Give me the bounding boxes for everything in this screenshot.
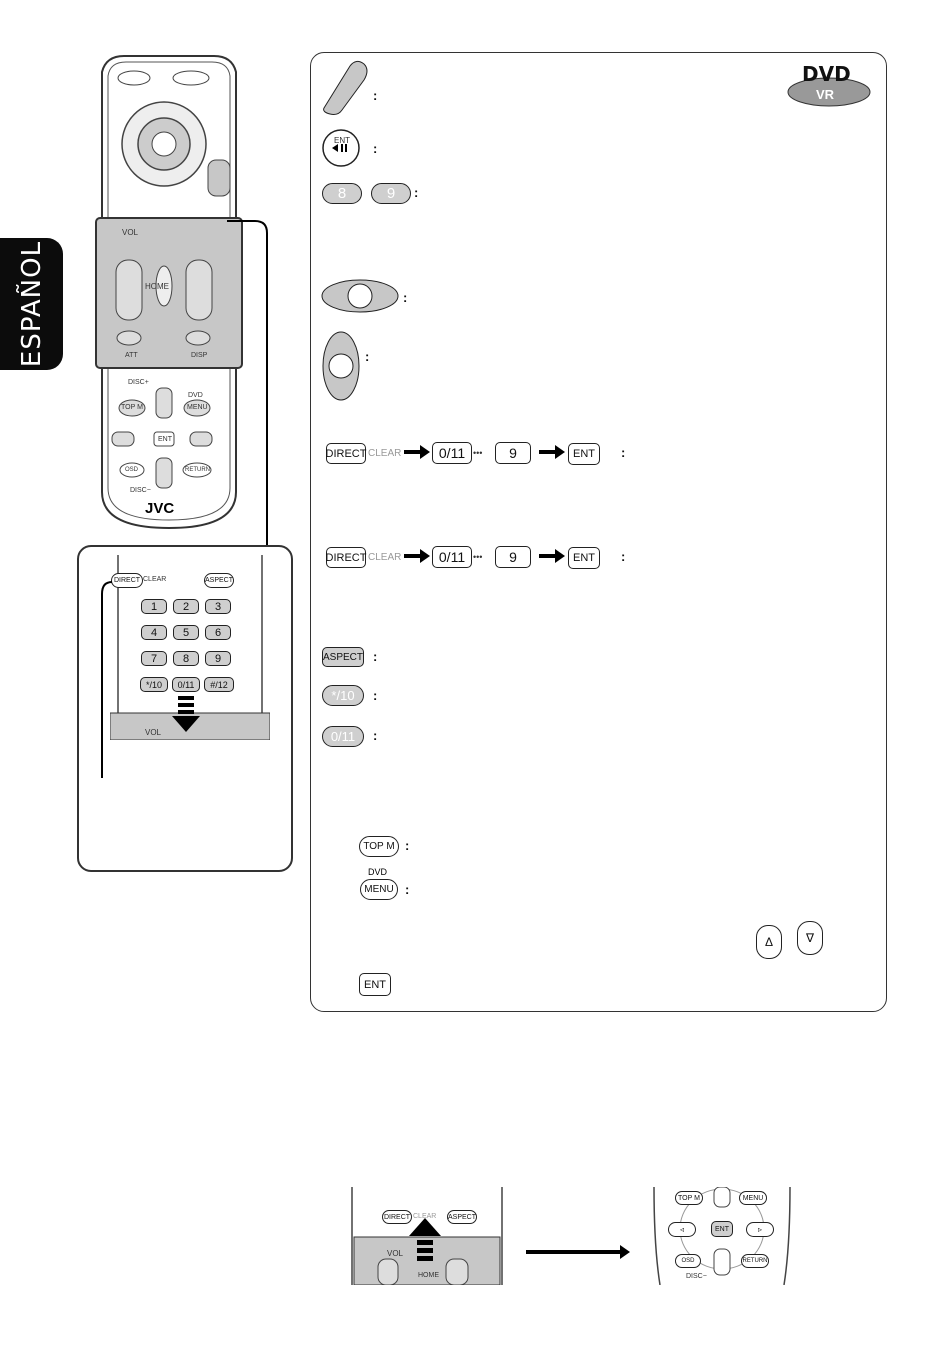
skip-control-pad-icon bbox=[321, 279, 399, 313]
ent-key-seq2[interactable]: ENT bbox=[568, 547, 600, 569]
down-key[interactable]: ∇ bbox=[797, 921, 823, 955]
key-0-11-seq1[interactable]: 0/11 bbox=[432, 442, 472, 464]
bottom-osd-key[interactable]: OSD bbox=[675, 1254, 701, 1268]
inset-key-star10[interactable]: */10 bbox=[140, 677, 168, 692]
key-0-11-seq2[interactable]: 0/11 bbox=[432, 546, 472, 568]
updown-control-pad-icon bbox=[322, 331, 360, 401]
ent-round-label: ENT bbox=[334, 136, 350, 145]
up-key[interactable]: Δ bbox=[756, 925, 782, 959]
remote-disc-minus-label: DISC− bbox=[130, 487, 151, 494]
connector-line bbox=[227, 220, 268, 547]
band-button-icon bbox=[323, 60, 368, 115]
bottom-ent-key[interactable]: ENT bbox=[711, 1221, 733, 1237]
remote-att-label: ATT bbox=[125, 352, 138, 359]
language-tab: ESPAÑOL bbox=[0, 238, 63, 370]
bottom-direct-key[interactable]: DIRECT bbox=[382, 1210, 412, 1224]
remote-menu-label: MENU bbox=[187, 404, 208, 411]
dvd-menu-key[interactable]: MENU bbox=[360, 879, 398, 900]
ent-play-pause-icon bbox=[322, 129, 360, 167]
inset-clear-label: CLEAR bbox=[143, 576, 167, 583]
top-menu-key[interactable]: TOP M bbox=[359, 836, 399, 857]
remote-disc-plus-label: DISC+ bbox=[128, 379, 149, 386]
bottom-clear-label: CLEAR bbox=[413, 1213, 437, 1220]
inset-key-1[interactable]: 1 bbox=[141, 599, 167, 614]
rewind-key-8[interactable]: 8 bbox=[322, 183, 362, 204]
colon: : bbox=[405, 838, 410, 853]
bottom-menu-key[interactable]: MENU bbox=[739, 1191, 767, 1205]
up-arrow-icon bbox=[409, 1218, 441, 1261]
inset-key-6[interactable]: 6 bbox=[205, 625, 231, 640]
bottom-disc-minus-label: DISC− bbox=[686, 1273, 707, 1280]
dvd-vr-logo bbox=[787, 77, 871, 107]
jvc-logo: JVC bbox=[145, 500, 175, 517]
colon: : bbox=[373, 688, 378, 703]
key-9-seq2[interactable]: 9 bbox=[495, 546, 531, 568]
arrow-icon bbox=[539, 549, 565, 563]
colon: : bbox=[373, 88, 378, 103]
transition-arrow-icon bbox=[526, 1245, 630, 1259]
direct-pointer-line bbox=[101, 581, 113, 778]
down-arrow-icon bbox=[172, 696, 200, 732]
arrow-icon bbox=[404, 445, 430, 459]
remote-ent-label: ENT bbox=[158, 436, 172, 443]
colon: : bbox=[403, 290, 408, 305]
language-tab-label: ESPAÑOL bbox=[17, 240, 47, 368]
key-9-seq1[interactable]: 9 bbox=[495, 442, 531, 464]
remote-dvd-label: DVD bbox=[188, 392, 203, 399]
remote-osd-label: OSD bbox=[125, 467, 139, 473]
bottom-right-key[interactable]: ▹ bbox=[746, 1222, 774, 1237]
arrow-icon bbox=[539, 445, 565, 459]
direct-key-seq1[interactable]: DIRECT bbox=[326, 443, 366, 464]
clear-label-seq1: CLEAR bbox=[368, 448, 402, 459]
inset-vol-label: VOL bbox=[145, 728, 162, 737]
dvd-logo-text: DVD bbox=[802, 62, 851, 86]
clear-label-seq2: CLEAR bbox=[368, 552, 402, 563]
dvd-label: DVD bbox=[368, 867, 388, 877]
direct-key-seq2[interactable]: DIRECT bbox=[326, 547, 366, 568]
bottom-aspect-key[interactable]: ASPECT bbox=[447, 1210, 477, 1224]
dots-seq2: ••• bbox=[473, 552, 483, 562]
bottom-topm-key[interactable]: TOP M bbox=[675, 1191, 703, 1205]
remote-control-illustration bbox=[95, 55, 243, 530]
inset-frame bbox=[77, 545, 293, 872]
colon: : bbox=[414, 185, 419, 200]
aspect-key[interactable]: ASPECT bbox=[322, 647, 364, 667]
remote-topm-label: TOP M bbox=[121, 404, 143, 411]
inset-key-7[interactable]: 7 bbox=[141, 651, 167, 666]
bottom-home-label: HOME bbox=[418, 1272, 439, 1279]
colon: : bbox=[405, 882, 410, 897]
ent-key-final[interactable]: ENT bbox=[359, 973, 391, 996]
key-0-11-subtitle[interactable]: 0/11 bbox=[322, 726, 364, 747]
key-star-10[interactable]: */10 bbox=[322, 685, 364, 706]
colon: : bbox=[621, 445, 626, 460]
bottom-left-key[interactable]: ◃ bbox=[668, 1222, 696, 1237]
colon: : bbox=[365, 349, 370, 364]
colon: : bbox=[373, 141, 378, 156]
inset-key-hash12[interactable]: #/12 bbox=[204, 677, 234, 692]
remote-disp-label: DISP bbox=[191, 352, 208, 359]
colon: : bbox=[373, 728, 378, 743]
remote-home-label: HOME bbox=[145, 282, 169, 291]
arrow-icon bbox=[404, 549, 430, 563]
inset-key-4[interactable]: 4 bbox=[141, 625, 167, 640]
instruction-panel bbox=[310, 52, 887, 1012]
inset-key-5[interactable]: 5 bbox=[173, 625, 199, 640]
remote-vol-label: VOL bbox=[122, 228, 139, 237]
forward-key-9[interactable]: 9 bbox=[371, 183, 411, 204]
dots-seq1: ••• bbox=[473, 448, 483, 458]
bottom-return-key[interactable]: RETURN bbox=[741, 1254, 769, 1268]
ent-key-seq1[interactable]: ENT bbox=[568, 443, 600, 465]
inset-key-2[interactable]: 2 bbox=[173, 599, 199, 614]
inset-aspect-key[interactable]: ASPECT bbox=[204, 573, 234, 588]
inset-key-0-11[interactable]: 0/11 bbox=[172, 677, 200, 692]
inset-direct-key[interactable]: DIRECT bbox=[111, 573, 143, 588]
remote-return-label: RETURN bbox=[185, 467, 210, 473]
bottom-vol-label: VOL bbox=[387, 1249, 404, 1258]
inset-key-3[interactable]: 3 bbox=[205, 599, 231, 614]
inset-key-8[interactable]: 8 bbox=[173, 651, 199, 666]
inset-key-9[interactable]: 9 bbox=[205, 651, 231, 666]
colon: : bbox=[373, 649, 378, 664]
colon: : bbox=[621, 549, 626, 564]
vr-logo-text: VR bbox=[816, 87, 835, 102]
